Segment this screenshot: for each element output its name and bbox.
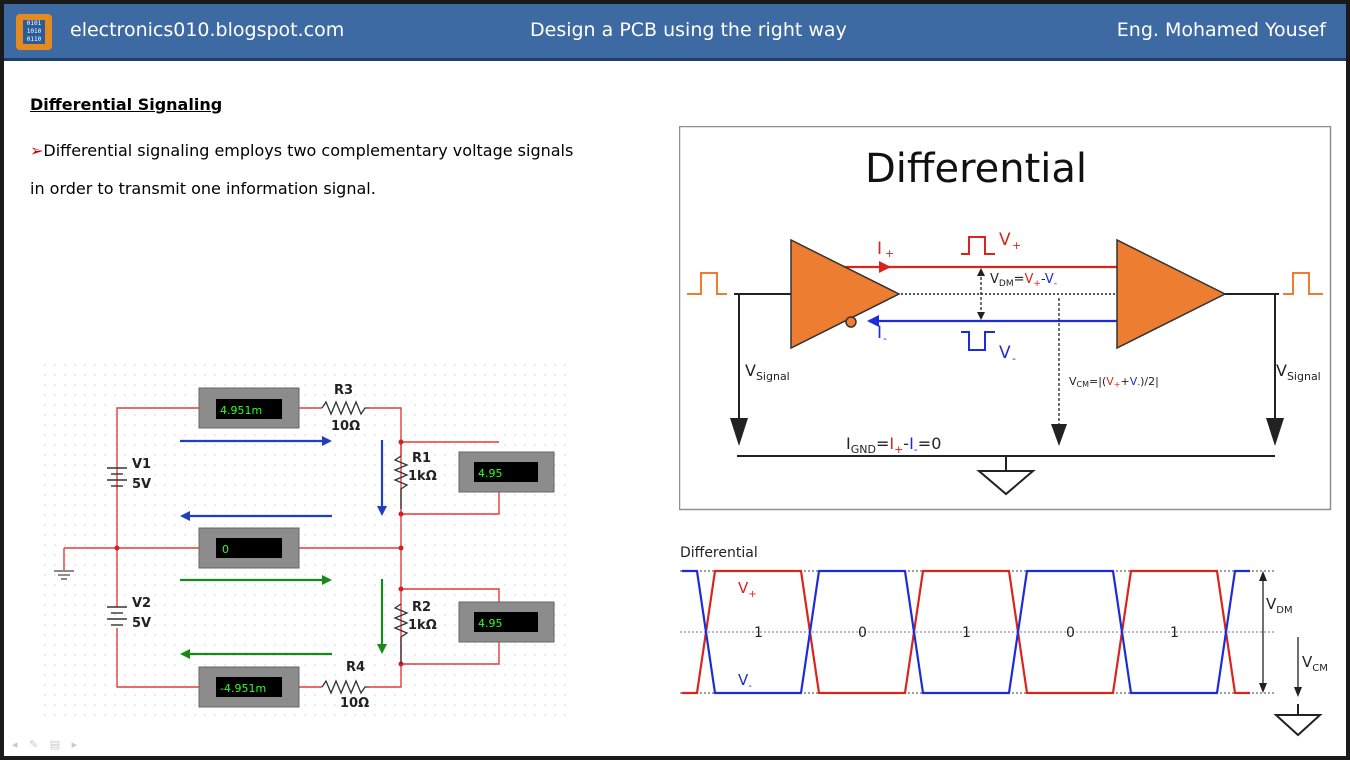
circuit-simulation: V1 5V V2 5V R3 10Ω R1 1kΩ R2 1kΩ R4 10Ω … bbox=[44, 364, 574, 724]
vcm-label: VCM=|(V++V-)/2| bbox=[1069, 375, 1159, 389]
bit-label: 0 bbox=[858, 625, 867, 641]
resistor-r2-icon bbox=[393, 603, 409, 664]
v-minus-sign: - bbox=[1012, 352, 1016, 365]
author-name: Eng. Mohamed Yousef bbox=[1116, 19, 1326, 41]
battery-v2-icon bbox=[107, 606, 127, 626]
diagram-title: Differential bbox=[865, 146, 1087, 192]
driver-amplifier-icon bbox=[790, 238, 901, 350]
meter-4-value: 4.95 bbox=[478, 617, 503, 630]
vminus-waveform bbox=[682, 569, 1250, 695]
output-pulse bbox=[1283, 272, 1323, 295]
v1-value: 5V bbox=[132, 477, 151, 492]
current-arrows bbox=[180, 436, 387, 659]
meter-1: 4.951m bbox=[198, 387, 300, 429]
v-plus-label: V bbox=[999, 230, 1011, 250]
bullet-text: Differential signaling employs two compl… bbox=[30, 141, 574, 198]
ground-icon bbox=[54, 570, 74, 580]
r2-value: 1kΩ bbox=[408, 618, 437, 633]
receiver-amplifier-icon bbox=[1116, 238, 1227, 350]
meter-3: 0 bbox=[198, 527, 300, 569]
waveform-ground-icon bbox=[1273, 714, 1323, 737]
waveform-title: Differential bbox=[680, 545, 758, 561]
r4-name: R4 bbox=[346, 660, 365, 675]
waveform-vcm-label: VCM bbox=[1302, 653, 1328, 674]
chip-logo-icon: 0101 1010 0110 bbox=[16, 14, 52, 50]
input-pulse bbox=[687, 272, 727, 295]
section-title: Differential Signaling bbox=[30, 95, 223, 114]
site-name: electronics010.blogspot.com bbox=[70, 19, 345, 41]
diagram-border bbox=[679, 126, 1332, 511]
i-minus-sign: - bbox=[883, 332, 887, 345]
ignd-label: IGND=I+-I-=0 bbox=[846, 434, 941, 456]
slide: 0101 1010 0110 electronics010.blogspot.c… bbox=[4, 4, 1346, 756]
waveform-vdm-label: VDM bbox=[1266, 595, 1293, 616]
meter-5: -4.951m bbox=[198, 666, 300, 708]
battery-v1-icon bbox=[107, 467, 127, 487]
v2-value: 5V bbox=[132, 616, 151, 631]
bullet-point: ➢Differential signaling employs two comp… bbox=[30, 132, 590, 208]
meter-4: 4.95 bbox=[458, 601, 555, 643]
meter-1-value: 4.951m bbox=[220, 404, 262, 417]
header-bar: 0101 1010 0110 electronics010.blogspot.c… bbox=[4, 4, 1346, 61]
meter-3-value: 0 bbox=[222, 543, 229, 556]
waveform-vplus-label: V+ bbox=[738, 579, 757, 600]
meter-5-value: -4.951m bbox=[220, 682, 266, 695]
r3-value: 10Ω bbox=[331, 419, 360, 434]
slide-title: Design a PCB using the right way bbox=[530, 19, 847, 41]
v-minus-label: V bbox=[999, 343, 1011, 363]
bit-label: 1 bbox=[962, 625, 971, 641]
meter-2-value: 4.95 bbox=[478, 467, 503, 480]
differential-diagram: Differential I + I - V + V - VDM=V+- bbox=[679, 126, 1332, 511]
resistor-r1-icon bbox=[393, 455, 409, 509]
r1-value: 1kΩ bbox=[408, 469, 437, 484]
vplus-waveform bbox=[682, 569, 1250, 695]
waveform-vminus-label: V- bbox=[738, 671, 752, 692]
bit-label: 0 bbox=[1066, 625, 1075, 641]
r4-value: 10Ω bbox=[340, 696, 369, 711]
v2-name: V2 bbox=[132, 596, 151, 611]
logo-text: 0101 1010 0110 bbox=[23, 20, 45, 44]
r2-name: R2 bbox=[412, 600, 431, 615]
ground-icon bbox=[976, 470, 1036, 496]
v1-name: V1 bbox=[132, 457, 151, 472]
bullet-arrow-icon: ➢ bbox=[30, 141, 44, 160]
r3-name: R3 bbox=[334, 383, 353, 398]
bit-label: 1 bbox=[1170, 625, 1179, 641]
vdm-label: VDM=V+-V- bbox=[990, 272, 1057, 289]
vsignal-left-label: VSignal bbox=[745, 361, 790, 383]
circuit-wires bbox=[63, 407, 500, 688]
meter-2: 4.95 bbox=[458, 451, 555, 493]
i-minus-label: I bbox=[877, 323, 882, 343]
resistor-r3-icon bbox=[321, 400, 369, 416]
slide-nav-icons[interactable]: ◂ ✎ ▤ ▸ bbox=[12, 738, 82, 751]
r1-name: R1 bbox=[412, 451, 431, 466]
i-plus-label: I bbox=[877, 239, 882, 259]
vsignal-right-label: VSignal bbox=[1276, 361, 1321, 383]
bit-label: 1 bbox=[754, 625, 763, 641]
grid-background bbox=[44, 364, 574, 724]
v-plus-sign: + bbox=[1012, 239, 1021, 252]
bit-labels: 1 0 1 0 1 bbox=[754, 625, 1179, 641]
differential-waveform: Differential 1 0 1 0 1 V+ V- VDM VCM bbox=[680, 545, 1328, 737]
i-plus-sign: + bbox=[885, 247, 894, 260]
resistor-r4-icon bbox=[321, 679, 369, 695]
